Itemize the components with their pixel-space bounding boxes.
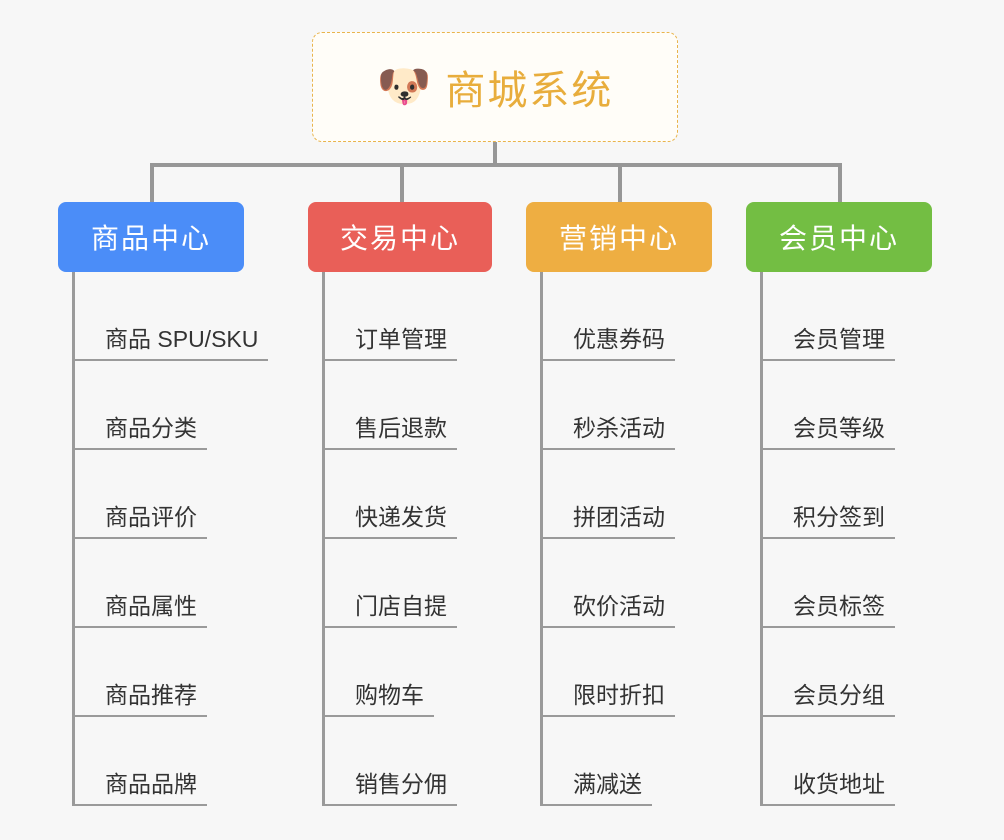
- leaf-item[interactable]: 会员管理: [763, 272, 932, 361]
- leaf-item-label: 快递发货: [325, 504, 457, 539]
- leaf-item[interactable]: 快递发货: [325, 450, 492, 539]
- leaf-item-label: 商品分类: [75, 415, 207, 450]
- leaf-item-label: 收货地址: [763, 771, 895, 806]
- leaf-item[interactable]: 限时折扣: [543, 628, 712, 717]
- leaf-item[interactable]: 秒杀活动: [543, 361, 712, 450]
- leaf-item-label: 售后退款: [325, 415, 457, 450]
- leaf-item-label: 满减送: [543, 771, 652, 806]
- category-stem-line-1: [150, 163, 154, 202]
- leaf-item-label: 积分签到: [763, 504, 895, 539]
- leaf-item-label: 商品属性: [75, 593, 207, 628]
- leaf-item[interactable]: 商品分类: [75, 361, 244, 450]
- leaf-rail: 订单管理售后退款快递发货门店自提购物车销售分佣: [322, 272, 492, 806]
- category-column: 交易中心订单管理售后退款快递发货门店自提购物车销售分佣: [308, 202, 492, 806]
- leaf-item-label: 会员管理: [763, 326, 895, 361]
- leaf-item[interactable]: 门店自提: [325, 539, 492, 628]
- leaf-item-label: 会员等级: [763, 415, 895, 450]
- leaf-item[interactable]: 商品品牌: [75, 717, 244, 806]
- leaf-item[interactable]: 售后退款: [325, 361, 492, 450]
- category-bus-line: [150, 163, 842, 167]
- leaf-item-label: 销售分佣: [325, 771, 457, 806]
- leaf-item[interactable]: 优惠券码: [543, 272, 712, 361]
- leaf-item[interactable]: 订单管理: [325, 272, 492, 361]
- category-column: 会员中心会员管理会员等级积分签到会员标签会员分组收货地址: [746, 202, 932, 806]
- leaf-item[interactable]: 商品 SPU/SKU: [75, 272, 269, 361]
- category-header-1[interactable]: 商品中心: [58, 202, 244, 272]
- leaf-item-label: 限时折扣: [543, 682, 675, 717]
- leaf-item[interactable]: 会员等级: [763, 361, 932, 450]
- root-node[interactable]: 🐶 商城系统: [312, 32, 678, 142]
- leaf-item[interactable]: 商品评价: [75, 450, 244, 539]
- root-stem-line: [493, 142, 497, 167]
- leaf-item-label: 会员标签: [763, 593, 895, 628]
- leaf-item-label: 商品品牌: [75, 771, 207, 806]
- category-stem-line-3: [618, 163, 622, 202]
- shiba-dog-face-icon: 🐶: [376, 62, 432, 111]
- leaf-item[interactable]: 商品推荐: [75, 628, 244, 717]
- leaf-item-label: 商品推荐: [75, 682, 207, 717]
- leaf-item[interactable]: 商品属性: [75, 539, 244, 628]
- leaf-item[interactable]: 购物车: [325, 628, 492, 717]
- leaf-item-label: 购物车: [325, 682, 434, 717]
- leaf-item-label: 拼团活动: [543, 504, 675, 539]
- leaf-rail: 商品 SPU/SKU 商品分类商品评价商品属性商品推荐商品品牌: [72, 272, 269, 806]
- leaf-item-label: 优惠券码: [543, 326, 675, 361]
- category-column: 商品中心商品 SPU/SKU 商品分类商品评价商品属性商品推荐商品品牌: [58, 202, 269, 806]
- leaf-item-label: 门店自提: [325, 593, 457, 628]
- leaf-rail: 会员管理会员等级积分签到会员标签会员分组收货地址: [760, 272, 932, 806]
- leaf-item-label: 砍价活动: [543, 593, 675, 628]
- leaf-item-label: 会员分组: [763, 682, 895, 717]
- leaf-item[interactable]: 拼团活动: [543, 450, 712, 539]
- leaf-item[interactable]: 满减送: [543, 717, 712, 806]
- leaf-item[interactable]: 积分签到: [763, 450, 932, 539]
- category-header-3[interactable]: 营销中心: [526, 202, 712, 272]
- leaf-rail: 优惠券码秒杀活动拼团活动砍价活动限时折扣满减送: [540, 272, 712, 806]
- leaf-item-label: 订单管理: [325, 326, 457, 361]
- leaf-item[interactable]: 砍价活动: [543, 539, 712, 628]
- leaf-item-label: 秒杀活动: [543, 415, 675, 450]
- leaf-item[interactable]: 销售分佣: [325, 717, 492, 806]
- leaf-item[interactable]: 会员分组: [763, 628, 932, 717]
- leaf-item-label: 商品 SPU/SKU: [75, 326, 269, 361]
- leaf-item[interactable]: 会员标签: [763, 539, 932, 628]
- leaf-item-label: 商品评价: [75, 504, 207, 539]
- category-column: 营销中心优惠券码秒杀活动拼团活动砍价活动限时折扣满减送: [526, 202, 712, 806]
- leaf-item[interactable]: 收货地址: [763, 717, 932, 806]
- category-header-2[interactable]: 交易中心: [308, 202, 492, 272]
- category-header-4[interactable]: 会员中心: [746, 202, 932, 272]
- category-stem-line-4: [838, 163, 842, 202]
- root-title: 商城系统: [445, 69, 614, 113]
- category-stem-line-2: [400, 163, 404, 202]
